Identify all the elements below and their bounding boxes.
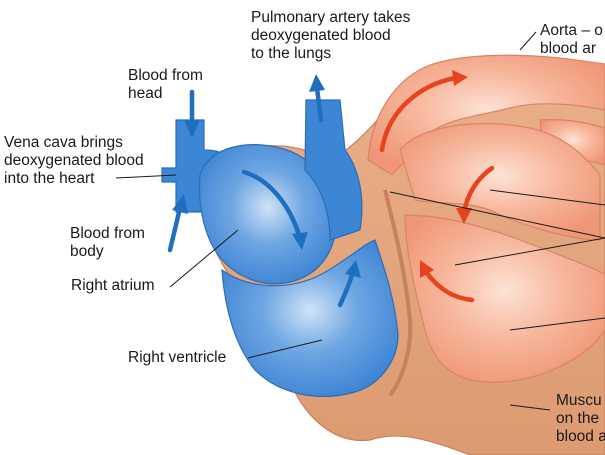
label-vena-cava: Vena cava brings deoxygenated blood into… bbox=[4, 134, 144, 187]
label-right-atrium: Right atrium bbox=[71, 277, 155, 294]
label-blood-from-head: Blood from head bbox=[128, 67, 203, 102]
label-right-ventricle: Right ventricle bbox=[128, 349, 227, 366]
oxygenated-flow-arrows bbox=[379, 70, 495, 303]
leader-lines bbox=[115, 31, 605, 411]
left-ventricle bbox=[404, 214, 605, 383]
right-ventricle bbox=[221, 239, 399, 397]
left-atrium bbox=[399, 123, 601, 241]
septum bbox=[383, 189, 413, 397]
label-muscular-wall: Muscu on the blood a bbox=[556, 392, 605, 445]
deoxygenated-flow-arrows bbox=[167, 74, 361, 308]
label-pulmonary-artery: Pulmonary artery takes deoxygenated bloo… bbox=[251, 9, 411, 62]
pulmonary-artery bbox=[304, 99, 363, 241]
label-blood-from-body: Blood from body bbox=[70, 225, 145, 260]
label-aorta: Aorta – o blood ar bbox=[540, 22, 603, 57]
